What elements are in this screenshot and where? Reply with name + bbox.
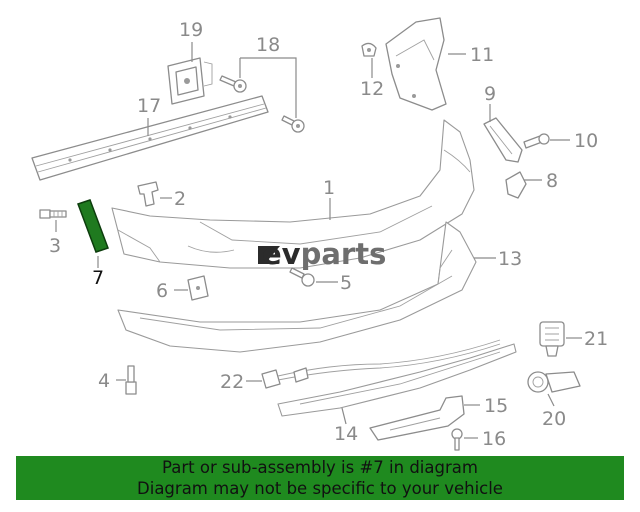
parts-diagram: 19 18 17 12 11 9 10 8 1 2 3 7 5 6 13 21 … [31, 17, 608, 451]
callout-8: 8 [546, 170, 558, 192]
leader-14 [341, 407, 347, 425]
callout-4: 4 [98, 370, 110, 392]
part-21-sensor-holder [539, 321, 565, 357]
callout-12: 12 [360, 78, 384, 100]
callout-3: 3 [49, 235, 61, 257]
part-15-lower-bracket [369, 395, 465, 441]
part-4-bolt [125, 365, 137, 395]
part-18-bolt-lower [281, 115, 305, 133]
callout-13: 13 [498, 248, 522, 270]
banner-line-1: Part or sub-assembly is #7 in diagram [162, 458, 478, 477]
part-12-clip [361, 42, 377, 57]
callout-21: 21 [584, 328, 608, 350]
part-8-small-bracket [505, 171, 527, 199]
callout-6: 6 [156, 280, 168, 302]
part-16-push-clip [451, 428, 463, 451]
part-11-side-bracket [385, 17, 447, 111]
part-18-bolt-upper [219, 75, 247, 93]
callout-7: 7 [92, 267, 104, 289]
part-20-sensor [527, 371, 581, 393]
part-10-screw [523, 133, 550, 149]
callout-19: 19 [179, 19, 203, 41]
part-14-lower-garnish [277, 343, 517, 417]
callout-15: 15 [484, 395, 508, 417]
callout-11: 11 [470, 44, 494, 66]
evparts-watermark: evparts [258, 237, 386, 271]
part-9-retainer [483, 117, 523, 163]
callout-10: 10 [574, 130, 598, 152]
part-5-bolt [289, 267, 315, 287]
callout-14: 14 [334, 423, 358, 445]
callout-16: 16 [482, 428, 506, 450]
leader-lines [55, 42, 582, 439]
part-7-highlighted-strip [77, 199, 109, 253]
leader-18 [239, 57, 297, 118]
callout-labels: 19 18 17 12 11 9 10 8 1 2 3 7 5 6 13 21 … [49, 19, 608, 450]
part-3-bolt [39, 209, 67, 219]
watermark-prefix: ev [262, 237, 301, 271]
callout-18: 18 [256, 34, 280, 56]
part-13-lower-cover [117, 221, 477, 353]
watermark-logo-icon [258, 246, 280, 264]
banner-line-2: Diagram may not be specific to your vehi… [137, 479, 503, 498]
part-6-clip [187, 275, 209, 301]
callout-5: 5 [340, 272, 352, 294]
watermark-suffix: parts [301, 237, 387, 271]
part-22-wire-harness [261, 339, 501, 389]
part-info-banner: Part or sub-assembly is #7 in diagram Di… [16, 456, 624, 500]
part-1-bumper-cover [111, 119, 475, 269]
part-17-reinforcement-beam [31, 95, 269, 181]
part-19-bracket [167, 57, 213, 105]
part-2-clip [137, 181, 159, 207]
watermark-text: evparts [262, 237, 386, 271]
callout-9: 9 [484, 83, 496, 105]
callout-17: 17 [137, 95, 161, 117]
callout-20: 20 [542, 408, 566, 430]
leader-20 [547, 393, 555, 407]
callout-2: 2 [174, 188, 186, 210]
callout-22: 22 [220, 371, 244, 393]
callout-1: 1 [323, 177, 335, 199]
